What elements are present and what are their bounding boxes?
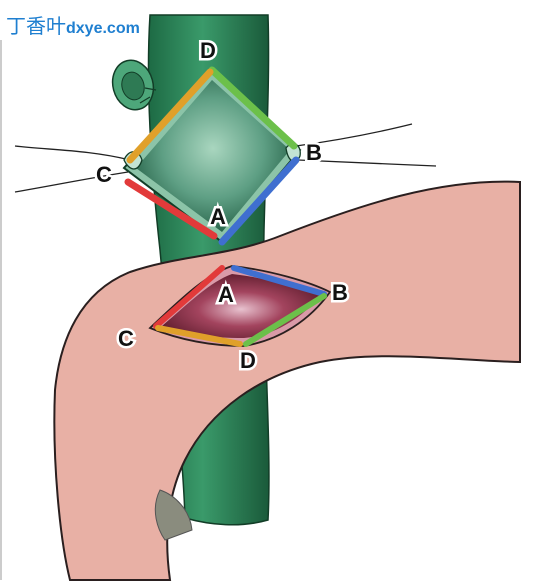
label-bottom-c: C <box>118 326 134 351</box>
label-top-b: B <box>306 140 322 165</box>
appendage <box>111 59 157 111</box>
watermark: 丁香叶dxye.com <box>6 10 140 39</box>
bottom-edge-cd <box>155 325 243 347</box>
stay-sutures <box>14 123 437 193</box>
label-bottom-b: B <box>332 280 348 305</box>
top-edge-cd <box>126 68 214 164</box>
bottom-edge-bd <box>243 293 327 347</box>
label-bottom-d: D <box>240 348 256 373</box>
stomach <box>53 180 521 581</box>
top-edge-ac <box>124 178 218 240</box>
label-top-c: C <box>96 162 112 187</box>
bottom-edge-ac <box>153 265 225 329</box>
bottom-edge-ab <box>231 265 327 297</box>
top-edge-ba <box>218 156 300 246</box>
watermark-domain: dxye.com <box>66 20 140 37</box>
watermark-cn: 丁香叶 <box>6 16 66 38</box>
top-edge-db <box>208 66 298 150</box>
tissue-remnant <box>154 489 193 541</box>
label-top-a: A <box>210 204 226 229</box>
label-bottom-a: A <box>218 282 234 307</box>
label-top-d: D <box>200 38 216 63</box>
